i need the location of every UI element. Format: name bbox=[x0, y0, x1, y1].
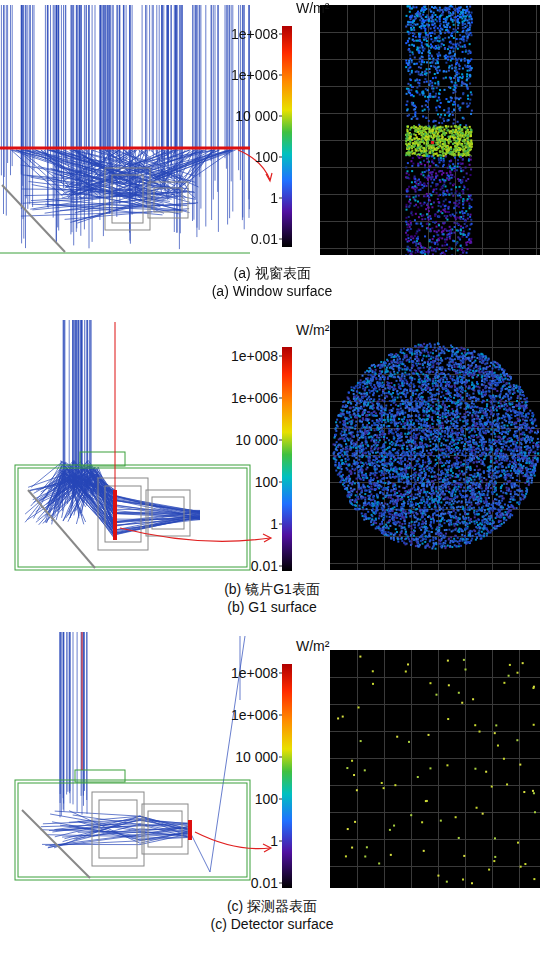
scale-value: 1 bbox=[270, 190, 278, 206]
ray-lines bbox=[41, 632, 246, 872]
scale-value: 1e+008 bbox=[231, 26, 278, 42]
scale-value: 1 bbox=[270, 833, 278, 849]
tick-mark bbox=[279, 799, 282, 800]
scale-value: 1 bbox=[270, 516, 278, 532]
scale-value: 1e+006 bbox=[231, 390, 278, 406]
tick-mark bbox=[279, 239, 282, 240]
ray-lines bbox=[1, 5, 249, 249]
scale-value: 10 000 bbox=[235, 749, 278, 765]
ray-path bbox=[1, 5, 249, 249]
ray-path bbox=[25, 320, 200, 540]
scale-value: 1e+006 bbox=[231, 707, 278, 723]
tick-mark bbox=[279, 34, 282, 35]
scale-value: 1e+008 bbox=[231, 348, 278, 364]
tick-mark bbox=[279, 524, 282, 525]
tick-mark bbox=[279, 198, 282, 199]
unit-label: W/m² bbox=[296, 0, 329, 16]
tick-mark bbox=[279, 440, 282, 441]
caption-english: (a) Window surface bbox=[212, 283, 333, 299]
measurement-surface bbox=[0, 148, 250, 840]
color-bar bbox=[282, 26, 292, 888]
tick-mark bbox=[279, 398, 282, 399]
ray-lines bbox=[25, 320, 200, 540]
tick-mark bbox=[279, 566, 282, 567]
scale-value: 1e+008 bbox=[231, 665, 278, 681]
scale-value: 100 bbox=[255, 791, 278, 807]
pointer-arrow bbox=[120, 150, 272, 852]
tick-mark bbox=[279, 883, 282, 884]
scale-value: 0.01 bbox=[251, 558, 278, 574]
caption-english: (b) G1 surface bbox=[227, 599, 316, 615]
tick-mark bbox=[279, 116, 282, 117]
ray-path bbox=[41, 632, 246, 872]
tick-mark bbox=[279, 673, 282, 674]
scale-value: 100 bbox=[255, 474, 278, 490]
scale-value: 0.01 bbox=[251, 231, 278, 247]
tick-mark bbox=[279, 157, 282, 158]
tick-mark bbox=[279, 75, 282, 76]
tick-marks bbox=[279, 34, 282, 883]
scale-value: 10 000 bbox=[235, 432, 278, 448]
caption-chinese: (c) 探测器表面 bbox=[227, 898, 317, 914]
scale-value: 10 000 bbox=[235, 108, 278, 124]
enclosure bbox=[0, 253, 250, 880]
irradiance-map bbox=[330, 650, 540, 888]
mirror bbox=[2, 185, 95, 878]
caption-chinese: (a) 视窗表面 bbox=[234, 265, 311, 281]
tick-mark bbox=[279, 715, 282, 716]
scale-value: 100 bbox=[255, 149, 278, 165]
irradiance-map bbox=[330, 320, 540, 570]
unit-label: W/m² bbox=[296, 322, 329, 338]
caption-chinese: (b) 镜片G1表面 bbox=[224, 581, 320, 597]
unit-label: W/m² bbox=[296, 638, 329, 654]
tick-mark bbox=[279, 482, 282, 483]
tick-mark bbox=[279, 757, 282, 758]
tick-mark bbox=[279, 356, 282, 357]
caption-english: (c) Detector surface bbox=[211, 916, 334, 932]
scale-value: 0.01 bbox=[251, 875, 278, 891]
scale-value: 1e+006 bbox=[231, 67, 278, 83]
irradiance-map bbox=[320, 5, 540, 255]
tick-mark bbox=[279, 841, 282, 842]
lens-housing bbox=[92, 168, 190, 866]
